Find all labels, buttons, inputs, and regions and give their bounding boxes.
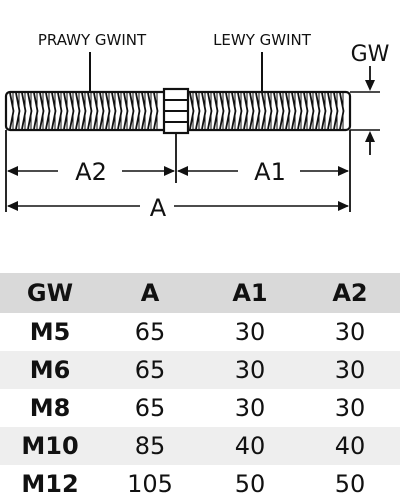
cell-a1: 30 bbox=[234, 394, 266, 422]
cell-a1: 40 bbox=[200, 427, 300, 465]
cell-a1: 50 bbox=[234, 470, 266, 498]
cell-a2: 50 bbox=[334, 470, 366, 498]
table-row: M10 85 40 40 bbox=[0, 427, 400, 465]
a1-label: A1 bbox=[254, 158, 286, 186]
cell-a2: 40 bbox=[300, 427, 400, 465]
right-thread-label: PRAWY GWINT bbox=[38, 31, 147, 49]
a2-label: A2 bbox=[75, 158, 107, 186]
header-a: A bbox=[100, 273, 200, 313]
table-row: M6 65 30 30 bbox=[0, 351, 400, 389]
left-thread-label: LEWY GWINT bbox=[213, 31, 312, 49]
a1-dimension: A1 bbox=[177, 158, 349, 186]
cell-a: 105 bbox=[127, 470, 173, 498]
cell-gw: M5 bbox=[29, 318, 71, 346]
cell-gw: M10 bbox=[0, 427, 100, 465]
cell-gw: M6 bbox=[0, 351, 100, 389]
cell-gw: M12 bbox=[21, 470, 79, 498]
a2-dimension: A2 bbox=[7, 158, 175, 186]
cell-a1: 30 bbox=[234, 318, 266, 346]
stud-body bbox=[4, 87, 352, 135]
cell-a2: 30 bbox=[334, 394, 366, 422]
left-thread-pattern bbox=[189, 92, 345, 130]
table-row: M8 65 30 30 bbox=[0, 389, 400, 427]
cell-a: 65 bbox=[134, 394, 166, 422]
cell-gw: M8 bbox=[29, 394, 71, 422]
cell-a: 65 bbox=[134, 318, 166, 346]
right-thread-pattern bbox=[9, 92, 159, 130]
cell-a1: 30 bbox=[200, 351, 300, 389]
header-a2: A2 bbox=[300, 273, 400, 313]
table-row: M5 65 30 30 bbox=[0, 313, 400, 351]
cell-a2: 30 bbox=[334, 318, 366, 346]
cell-a2: 30 bbox=[300, 351, 400, 389]
header-gw: GW bbox=[0, 273, 100, 313]
table-row: M12 105 50 50 bbox=[0, 465, 400, 503]
cell-a: 85 bbox=[100, 427, 200, 465]
header-a1: A1 bbox=[200, 273, 300, 313]
table-header-row: GW A A1 A2 bbox=[0, 273, 400, 313]
gw-dimension bbox=[350, 66, 380, 155]
gw-label: GW bbox=[351, 42, 390, 67]
dimensions-table: GW A A1 A2 M5 65 30 30 M6 65 30 30 M8 65… bbox=[0, 273, 400, 503]
cell-a: 65 bbox=[100, 351, 200, 389]
threaded-stud-diagram: PRAWY GWINT LEWY GWINT GW A2 bbox=[4, 31, 390, 222]
a-label: A bbox=[150, 194, 167, 222]
a-dimension: A bbox=[7, 194, 349, 222]
